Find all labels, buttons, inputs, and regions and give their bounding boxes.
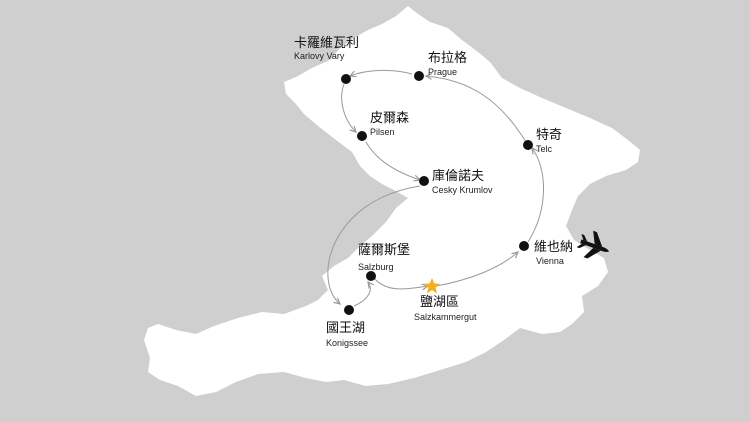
land-mass <box>144 6 640 396</box>
route-krumlov-konigssee <box>327 185 421 304</box>
label-en-pilsen: Pilsen <box>370 127 395 137</box>
city-dot-vienna <box>519 241 529 251</box>
city-dot-pilsen <box>357 131 367 141</box>
label-en-karlovy-vary: Karlovy Vary <box>294 51 345 61</box>
city-dot-konigssee <box>344 305 354 315</box>
label-zh-karlovy-vary: 卡羅維瓦利 <box>294 36 359 51</box>
route-salzburg-salzkammergut <box>373 277 428 289</box>
label-zh-prague: 布拉格 <box>428 50 467 66</box>
city-labels: 卡羅維瓦利 Karlovy Vary 布拉格 Prague 皮爾森 Pilsen… <box>294 36 573 348</box>
city-dot-cesky-krumlov <box>419 176 429 186</box>
label-zh-telc: 特奇 <box>536 127 562 143</box>
city-dot-salzburg <box>366 271 376 281</box>
route-prague-karlovy <box>350 69 413 76</box>
label-zh-konigssee: 國王湖 <box>326 321 365 336</box>
route-konigssee-salzburg <box>353 282 370 307</box>
star-icon <box>423 278 441 294</box>
label-en-salzburg: Salzburg <box>358 262 394 272</box>
label-en-vienna: Vienna <box>536 256 564 266</box>
city-dot-karlovy-vary <box>341 74 351 84</box>
label-zh-pilsen: 皮爾森 <box>370 111 409 126</box>
route-lines <box>327 69 545 307</box>
route-telc-prague <box>426 76 527 143</box>
label-en-cesky-krumlov: Cesky Krumlov <box>432 185 493 195</box>
airplane-icon <box>576 230 610 259</box>
label-en-salzkammergut: Salzkammergut <box>414 312 477 322</box>
route-karlovy-pilsen <box>341 83 356 132</box>
city-dot-prague <box>414 71 424 81</box>
label-zh-vienna: 維也納 <box>534 240 573 255</box>
label-zh-cesky-krumlov: 庫倫諾夫 <box>432 168 484 184</box>
city-dot-telc <box>523 140 533 150</box>
label-en-prague: Prague <box>428 67 457 77</box>
label-en-konigssee: Konigssee <box>326 338 368 348</box>
label-zh-salzkammergut: 鹽湖區 <box>420 295 459 310</box>
label-zh-salzburg: 薩爾斯堡 <box>358 242 410 258</box>
route-vienna-telc <box>527 148 545 243</box>
label-en-telc: Telc <box>536 144 553 154</box>
route-salzkammergut-vienna <box>435 252 518 287</box>
city-dots <box>341 71 533 315</box>
route-pilsen-krumlov <box>365 141 420 180</box>
